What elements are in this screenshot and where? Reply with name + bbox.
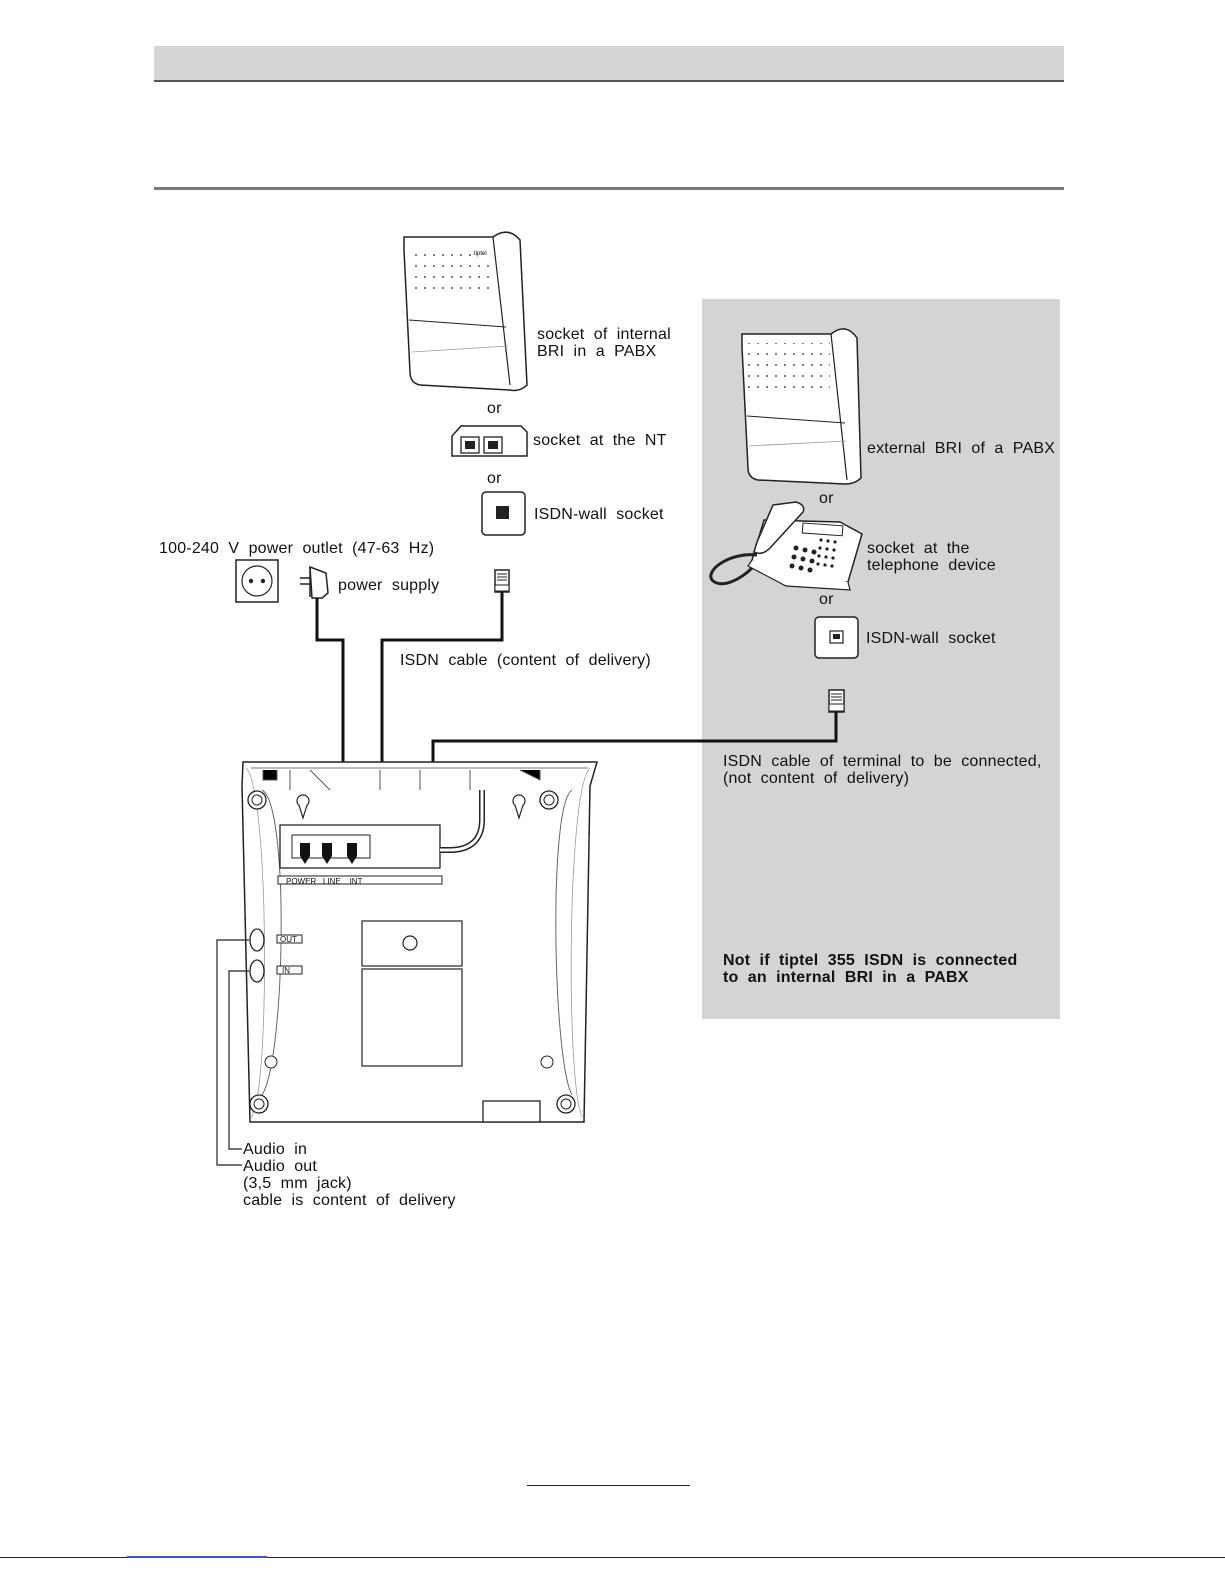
label-wall-socket-left: ISDN-wall socket [534,506,664,523]
svg-text:tiptel: tiptel [474,251,487,257]
telephone-icon [709,501,863,591]
label-external-bri: external BRI of a PABX [867,440,1056,457]
label-internal-bri: socket of internal BRI in a PABX [537,326,671,360]
phone-base-icon [241,761,598,1123]
bottom-link-underline [127,1556,267,1558]
footer-rule [527,1485,690,1486]
label-or-3: or [819,490,834,507]
label-power-outlet: 100-240 V power outlet (47-63 Hz) [159,540,435,557]
label-audio-out-jack: OUT [280,935,297,944]
pabx-external-icon [741,328,862,485]
isdn-cable [380,592,504,808]
bottom-rule [0,1557,1225,1558]
label-or-4: or [819,591,834,608]
label-nt-socket: socket at the NT [533,432,667,449]
power-cable [315,598,345,808]
label-audio-in-jack: IN [282,966,290,975]
pabx-internal-icon: tiptel [403,231,528,392]
label-or-1: or [487,400,502,417]
label-terminal-cable: ISDN cable of terminal to be connected, … [723,753,1042,787]
isdn-plug-icon [494,569,510,593]
label-or-2: or [487,470,502,487]
label-audio: Audio in Audio out (3,5 mm jack) cable i… [243,1141,456,1209]
label-telephone-socket: socket at the telephone device [867,540,996,574]
wall-socket-icon [481,491,526,536]
terminal-plug-icon [828,689,845,713]
label-wall-socket-right: ISDN-wall socket [866,630,996,647]
nt-socket-icon [451,425,528,457]
wall-socket-right-icon [814,616,859,659]
label-ports: POWER LINE INT [286,877,363,886]
label-isdn-cable: ISDN cable (content of delivery) [400,652,651,669]
header-bar [154,46,1064,82]
label-power-supply: power supply [338,577,440,594]
note-internal-bri: Not if tiptel 355 ISDN is connected to a… [723,952,1018,986]
header-rule [154,187,1064,190]
power-outlet-icon [235,559,279,603]
audio-leader-lines [216,939,249,1166]
power-supply-icon [300,565,329,599]
